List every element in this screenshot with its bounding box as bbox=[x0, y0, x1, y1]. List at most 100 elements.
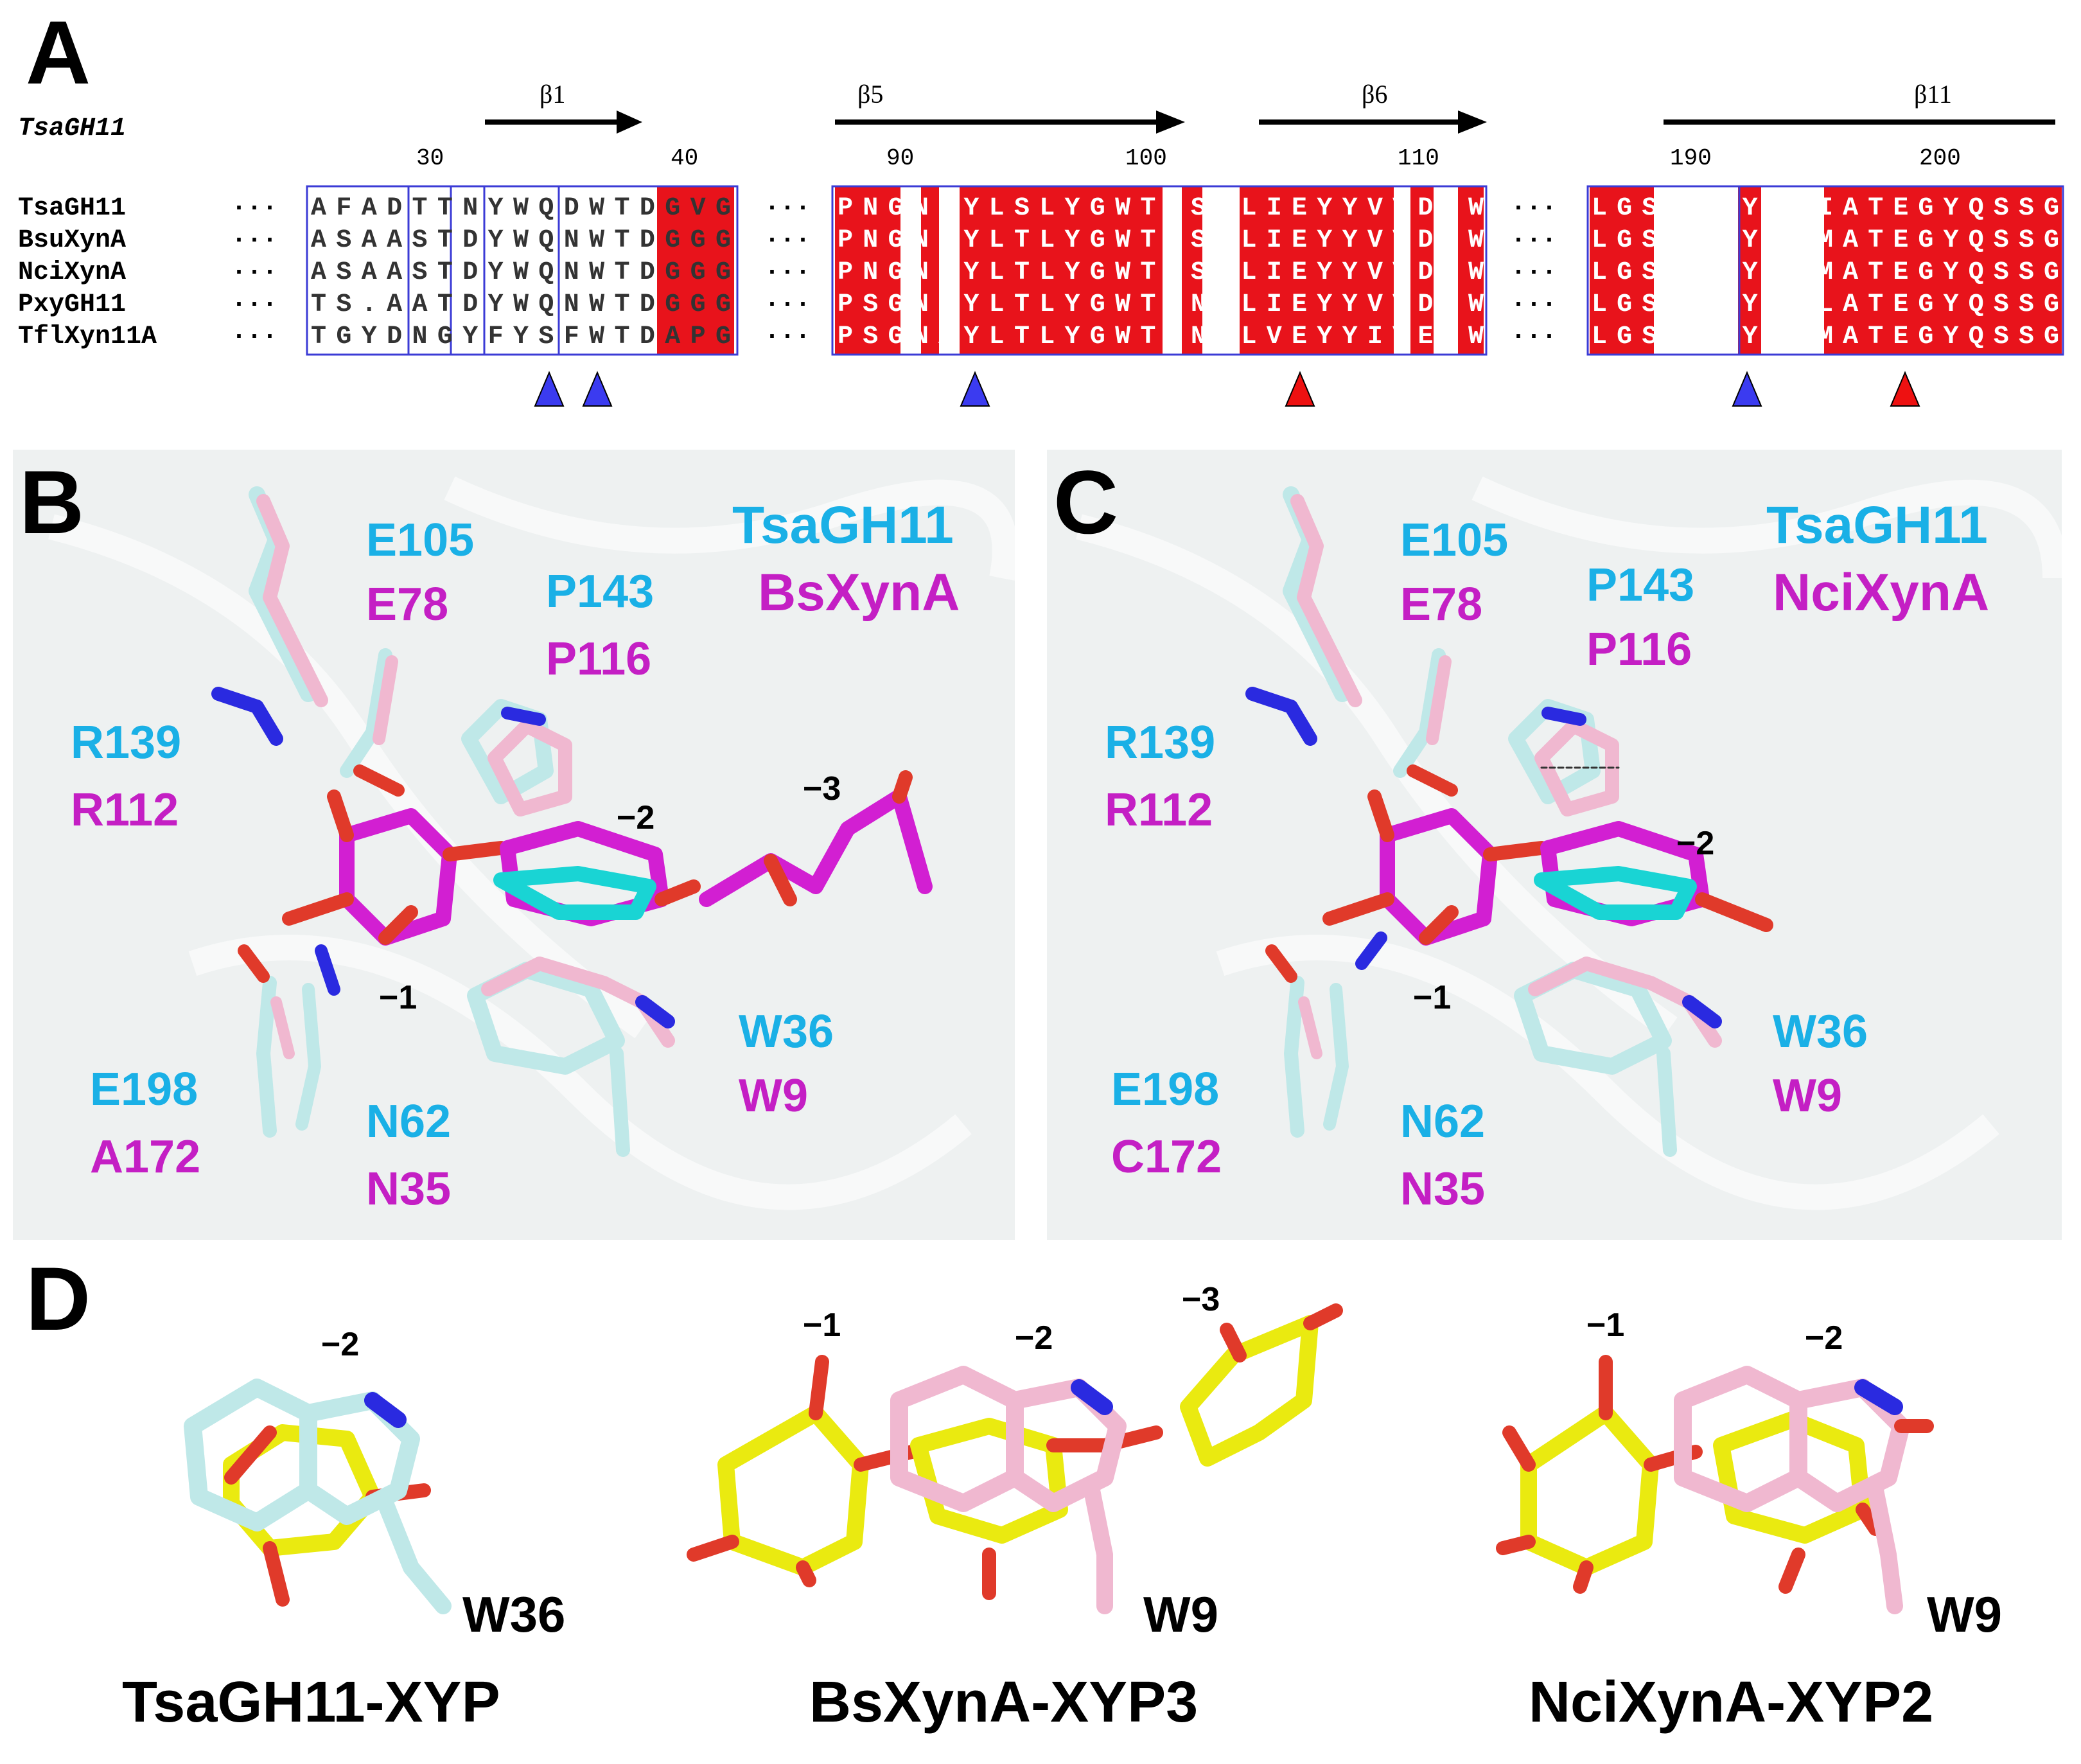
alignment-markers bbox=[534, 371, 1920, 407]
label-n35: N35 bbox=[1400, 1163, 1485, 1215]
panel-b: B TsaGH11 BsXynA E105 E78 P143 P116 R139… bbox=[13, 450, 1018, 1240]
label-r112: R112 bbox=[71, 784, 179, 836]
sequence-name: BsuXynA bbox=[18, 226, 126, 255]
d2-site-minus3: −3 bbox=[1182, 1281, 1220, 1318]
sequence-beta11: LGSNWAYQVMATEGYQSSG bbox=[1592, 226, 2059, 255]
panel-b-title-cyan: TsaGH11 bbox=[732, 496, 954, 554]
label-a172: A172 bbox=[90, 1131, 200, 1183]
alignment-conserved-backgrounds bbox=[657, 186, 2062, 355]
marker-blue bbox=[534, 371, 565, 407]
label-e105: E105 bbox=[1400, 515, 1508, 566]
label-p143: P143 bbox=[1586, 560, 1694, 611]
d2-site-labels: −1 −2 −3 bbox=[803, 1281, 1220, 1357]
subsite-minus2: −2 bbox=[1676, 825, 1714, 862]
label-p116: P116 bbox=[1586, 624, 1692, 675]
panel-c-site-labels: −1 −2 bbox=[1413, 825, 1714, 1016]
sequence-beta1: AFADTTNYWQDWTDGVG bbox=[311, 194, 731, 223]
sequence-beta1: ASAASTDYWQNWTDGGG bbox=[311, 258, 731, 287]
d1-caption: TsaGH11-XYP bbox=[122, 1670, 500, 1734]
number-90: 90 bbox=[886, 145, 914, 172]
sequence-name: NciXynA bbox=[18, 258, 126, 287]
panel-a: A TsaGH11 β1 β5 β6 β11 30 40 90 100 110 … bbox=[18, 2, 2064, 407]
sequence-beta11: LGSSWAYQIIATEGYQSSG bbox=[1592, 194, 2059, 223]
subsite-minus2: −2 bbox=[617, 799, 654, 836]
panel-c-residue-labels: E105 E78 P143 P116 R139 R112 E198 C172 N… bbox=[1105, 515, 1868, 1215]
panel-d-letter: D bbox=[26, 1248, 91, 1349]
sequence-beta1: TS.AATDYWQNWTDGGG bbox=[311, 290, 731, 319]
residue-numbers: 30 40 90 100 110 190 200 bbox=[416, 145, 1961, 172]
gap-dots: ··· bbox=[764, 290, 811, 319]
gap-dots: ··· bbox=[764, 194, 811, 223]
d1-residue: W36 bbox=[462, 1586, 565, 1643]
number-110: 110 bbox=[1398, 145, 1439, 172]
gap-dots: ··· bbox=[231, 194, 277, 223]
label-e105: E105 bbox=[366, 515, 474, 566]
d2-site-minus1: −1 bbox=[803, 1307, 841, 1344]
subsite-minus1: −1 bbox=[379, 979, 417, 1016]
gap-dots: ··· bbox=[231, 258, 277, 287]
label-n35: N35 bbox=[366, 1163, 451, 1215]
label-beta6: β6 bbox=[1362, 80, 1387, 109]
gap-dots: ··· bbox=[1511, 226, 1557, 255]
number-200: 200 bbox=[1919, 145, 1961, 172]
label-r139: R139 bbox=[1105, 717, 1215, 768]
number-40: 40 bbox=[671, 145, 698, 172]
label-e198: E198 bbox=[90, 1064, 198, 1115]
number-190: 190 bbox=[1670, 145, 1712, 172]
sequence-beta11: LGS.HDYQIMATEGYQSSG bbox=[1592, 322, 2059, 351]
gap-dots: ··· bbox=[764, 226, 811, 255]
gap-dots: ··· bbox=[231, 290, 277, 319]
sequence-name: PxyGH11 bbox=[18, 290, 126, 319]
sequence-name: TsaGH11 bbox=[18, 194, 126, 223]
subsite-minus3: −3 bbox=[803, 770, 841, 807]
gap-dots: ··· bbox=[1511, 290, 1557, 319]
label-w36: W36 bbox=[739, 1006, 834, 1057]
label-beta5: β5 bbox=[857, 80, 883, 109]
d3-site-minus1: −1 bbox=[1586, 1307, 1624, 1344]
label-beta1: β1 bbox=[540, 80, 565, 109]
gap-dots: ··· bbox=[1511, 194, 1557, 223]
number-30: 30 bbox=[416, 145, 444, 172]
gap-dots: ··· bbox=[1511, 322, 1557, 351]
label-r112: R112 bbox=[1105, 784, 1213, 836]
alignment-boxes bbox=[306, 185, 2064, 356]
d3-structure bbox=[1496, 1355, 1934, 1614]
d2-residue: W9 bbox=[1143, 1586, 1218, 1643]
d2-caption: BsXynA-XYP3 bbox=[809, 1670, 1198, 1734]
gap-dots: ··· bbox=[231, 226, 277, 255]
sequence-beta1: TGYDNGYFYSFWTDAPG bbox=[311, 322, 731, 351]
label-e78: E78 bbox=[1400, 579, 1482, 630]
label-c172: C172 bbox=[1111, 1131, 1222, 1183]
cartoon-ribbons bbox=[1076, 476, 2068, 1210]
d3-residue: W9 bbox=[1927, 1586, 2002, 1643]
secondary-structure: β1 β5 β6 β11 bbox=[485, 80, 2055, 134]
panel-c-title-magenta: NciXynA bbox=[1773, 563, 1989, 622]
panel-c-letter: C bbox=[1053, 452, 1118, 552]
label-w36: W36 bbox=[1773, 1006, 1868, 1057]
panel-a-letter: A bbox=[26, 2, 91, 103]
panel-b-structures bbox=[211, 486, 933, 1157]
label-n62: N62 bbox=[366, 1096, 451, 1147]
panel-b-letter: B bbox=[19, 452, 84, 552]
marker-blue bbox=[960, 371, 990, 407]
label-e78: E78 bbox=[366, 579, 448, 630]
marker-blue bbox=[582, 371, 613, 407]
label-w9: W9 bbox=[739, 1070, 808, 1122]
label-p116: P116 bbox=[546, 633, 651, 685]
marker-red bbox=[1285, 371, 1315, 407]
d3-caption: NciXynA-XYP2 bbox=[1529, 1670, 1933, 1734]
d1-site-minus2: −2 bbox=[321, 1326, 359, 1363]
panel-b-title-magenta: BsXynA bbox=[758, 563, 960, 622]
marker-red bbox=[1890, 371, 1920, 407]
label-w9: W9 bbox=[1773, 1070, 1842, 1122]
subsite-minus1: −1 bbox=[1413, 979, 1451, 1016]
gap-dots: ··· bbox=[1511, 258, 1557, 287]
marker-blue bbox=[1732, 371, 1762, 407]
panel-d: D −2 W36 TsaGH11-XYP bbox=[26, 1248, 2002, 1734]
label-n62: N62 bbox=[1400, 1096, 1485, 1147]
sequence-beta11: LGSNWAYQVMATEGYQSSG bbox=[1592, 258, 2059, 287]
number-100: 100 bbox=[1125, 145, 1167, 172]
panel-c-title-cyan: TsaGH11 bbox=[1766, 496, 1988, 554]
gap-dots: ··· bbox=[764, 258, 811, 287]
d2-structure bbox=[687, 1303, 1343, 1614]
